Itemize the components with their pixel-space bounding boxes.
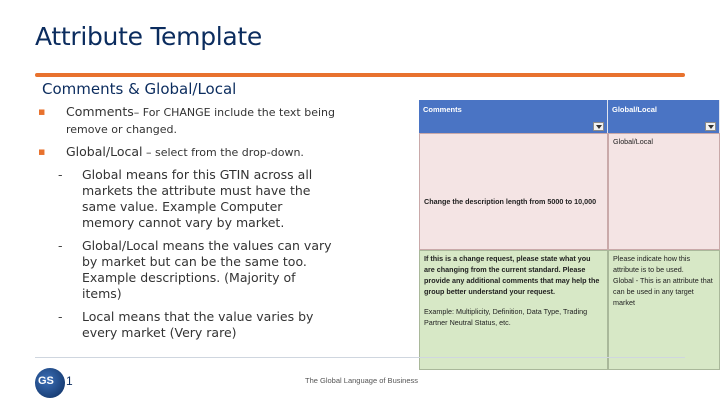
- sub-bullet-global-local: - Global/Local means the values can vary…: [38, 238, 338, 302]
- column-header-label: Comments: [423, 105, 462, 114]
- bullet-list: ▪ Comments– For CHANGE include the text …: [38, 104, 338, 348]
- column-header-global-local: Global/Local: [608, 100, 720, 133]
- comment-example: Change the description length from 5000 …: [424, 197, 597, 206]
- bullet-head: Global/Local: [66, 144, 143, 159]
- bullet-body: – select from the drop-down.: [142, 146, 304, 159]
- bullet-head: Comments: [66, 104, 134, 119]
- filter-dropdown-icon[interactable]: [593, 122, 604, 131]
- column-header-comments: Comments: [419, 100, 608, 133]
- sub-bullet-global: - Global means for this GTIN across all …: [38, 167, 338, 231]
- gs1-logo-icon: [35, 368, 65, 398]
- dash-marker: -: [58, 238, 63, 253]
- bullet-comments: ▪ Comments– For CHANGE include the text …: [38, 104, 338, 138]
- sub-bullet-text: Global means for this GTIN across all ma…: [82, 167, 313, 230]
- filter-dropdown-icon[interactable]: [705, 122, 716, 131]
- instruction-example: Global - This is an attribute that can b…: [613, 276, 713, 307]
- title-divider: [35, 73, 685, 77]
- bullet-body: – For CHANGE include the text being remo…: [66, 106, 335, 136]
- dash-marker: -: [58, 167, 63, 182]
- logo-text: GS: [38, 375, 54, 387]
- sub-bullet-text: Global/Local means the values can vary b…: [82, 238, 332, 301]
- tagline: The Global Language of Business: [305, 376, 418, 385]
- bullet-marker: ▪: [38, 105, 46, 118]
- instruction-cell-comments: If this is a change request, please stat…: [419, 250, 608, 370]
- instruction-text: Please indicate how this attribute is to…: [613, 254, 691, 274]
- logo-suffix: 1: [66, 374, 73, 388]
- instruction-example: Example: Multiplicity, Definition, Data …: [424, 307, 588, 327]
- global-local-cell[interactable]: Global/Local: [608, 133, 720, 250]
- bullet-marker: ▪: [38, 145, 46, 158]
- column-header-label: Global/Local: [612, 105, 658, 114]
- global-local-value: Global/Local: [613, 137, 653, 146]
- section-title: Comments & Global/Local: [42, 80, 237, 98]
- instruction-cell-global-local: Please indicate how this attribute is to…: [608, 250, 720, 370]
- sub-bullet-local: - Local means that the value varies by e…: [38, 309, 338, 341]
- instruction-text: If this is a change request, please stat…: [424, 254, 600, 296]
- footer-divider: [35, 357, 685, 358]
- dash-marker: -: [58, 309, 63, 324]
- comment-cell[interactable]: Change the description length from 5000 …: [419, 133, 608, 250]
- sub-bullet-text: Local means that the value varies by eve…: [82, 309, 314, 340]
- spreadsheet-excerpt: Comments Global/Local Change the descrip…: [419, 100, 720, 370]
- bullet-global-local: ▪ Global/Local – select from the drop-do…: [38, 144, 338, 161]
- page-title: Attribute Template: [35, 22, 263, 51]
